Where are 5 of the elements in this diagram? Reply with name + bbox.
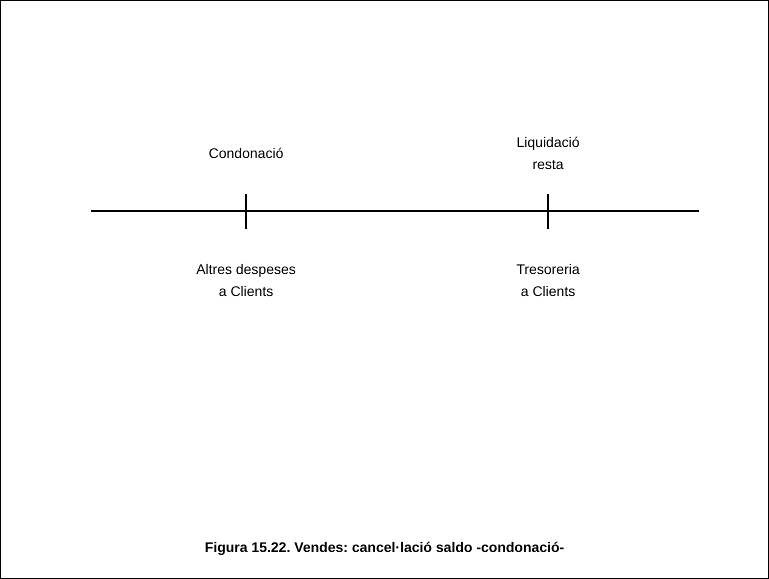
account-entry-label: Altres despeses a Clients	[195, 260, 297, 301]
event-label: Condonació	[208, 144, 284, 163]
figure-caption: Figura 15.22. Vendes: cancel·lació saldo -condonació-	[204, 539, 564, 555]
event-label: Liquidació resta	[515, 133, 581, 174]
account-entry-label: Tresoreria a Clients	[515, 260, 581, 301]
